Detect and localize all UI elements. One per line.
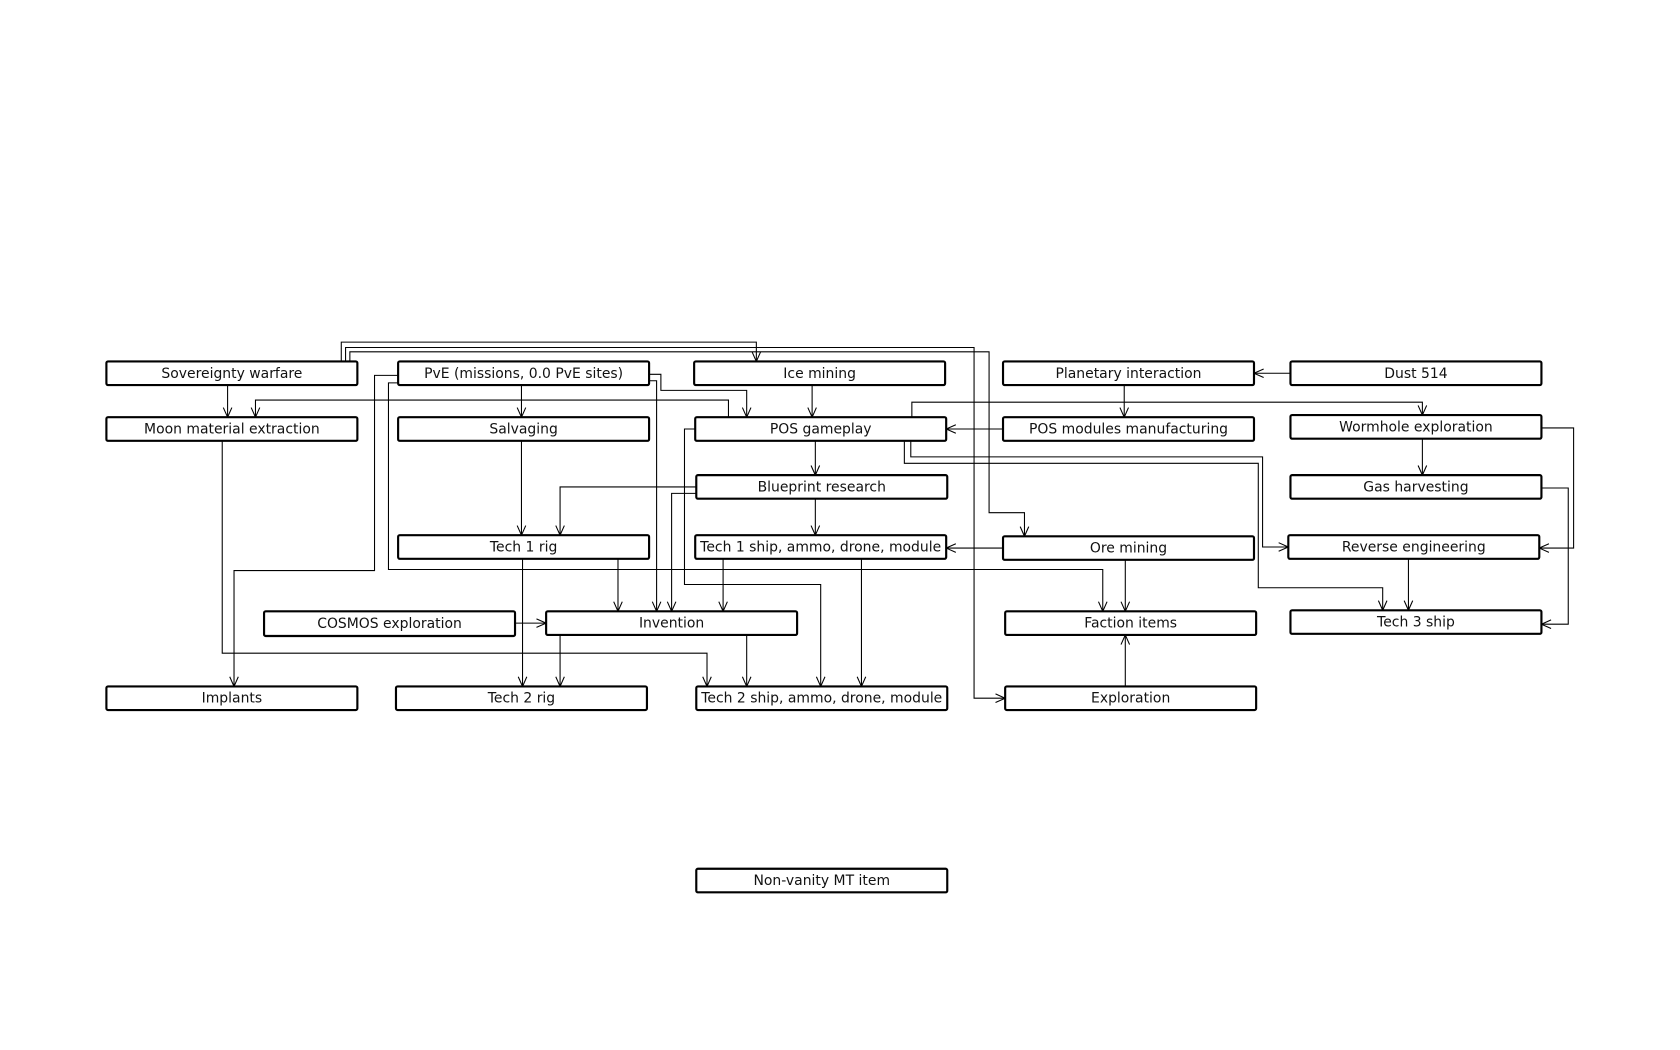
node-legend: Non-vanity MT item <box>695 867 949 894</box>
node-box <box>105 685 359 712</box>
node-salv: Salvaging <box>397 416 651 442</box>
edge-pos-to-t3 <box>903 440 1384 611</box>
node-gas: Gas harvesting <box>1289 474 1543 500</box>
node-label: Tech 2 rig <box>487 691 555 707</box>
node-label: Faction items <box>1084 616 1177 632</box>
node-box <box>693 360 947 387</box>
node-cosmos: COSMOS exploration <box>262 610 517 638</box>
node-box <box>397 360 651 387</box>
node-label: Moon material extraction <box>144 422 320 438</box>
node-pi: Planetary interaction <box>1001 360 1256 387</box>
node-impl: Implants <box>105 685 359 712</box>
node-box <box>105 360 359 387</box>
node-label: Tech 3 ship <box>1376 615 1455 631</box>
node-label: Implants <box>202 691 263 707</box>
node-box <box>397 416 651 442</box>
node-box <box>1289 413 1543 440</box>
nodes-layer: Sovereignty warfare PvE (missions, 0.0 Pv… <box>105 360 1543 894</box>
node-label: POS gameplay <box>770 422 872 438</box>
node-label: Exploration <box>1091 691 1170 707</box>
edge-pos-to-wh <box>911 401 1423 418</box>
node-label: Tech 1 ship, ammo, drone, module <box>699 540 941 556</box>
node-t2ship: Tech 2 ship, ammo, drone, module <box>695 685 949 712</box>
node-ore: Ore mining <box>1001 535 1256 561</box>
edge-pos-to-moon <box>254 399 729 418</box>
node-box <box>262 610 517 638</box>
node-re: Reverse engineering <box>1287 534 1541 560</box>
edge-pve-to-impl <box>233 374 399 687</box>
node-label: COSMOS exploration <box>317 616 462 632</box>
node-inv: Invention <box>545 610 799 637</box>
node-label: Tech 2 ship, ammo, drone, module <box>700 691 942 707</box>
node-label: Invention <box>639 616 704 632</box>
node-label: Wormhole exploration <box>1339 419 1493 435</box>
node-dust: Dust 514 <box>1289 360 1543 387</box>
node-expl: Exploration <box>1004 685 1258 712</box>
node-t3: Tech 3 ship <box>1289 609 1543 635</box>
edge-pve-to-pos <box>649 373 748 418</box>
edge-gas-to-t3 <box>1541 487 1569 625</box>
edge-bp-to-inv <box>671 492 697 612</box>
node-label: Reverse engineering <box>1342 540 1486 556</box>
node-label: Ice mining <box>783 366 856 382</box>
node-t2rig: Tech 2 rig <box>394 685 649 712</box>
node-label: Planetary interaction <box>1055 366 1201 382</box>
node-box <box>1289 609 1543 635</box>
node-box <box>1004 685 1258 712</box>
node-sov: Sovereignty warfare <box>105 360 359 387</box>
node-box <box>695 867 949 894</box>
edge-pos-to-t2ship <box>683 428 822 687</box>
node-label: Gas harvesting <box>1363 479 1468 495</box>
edge-sov-to-expl <box>345 346 1006 699</box>
node-pos: POS gameplay <box>694 416 948 442</box>
edge-sov-to-ore <box>349 351 1026 537</box>
node-box <box>695 474 949 500</box>
node-posmod: POS modules manufacturing <box>1001 416 1256 442</box>
node-label: Blueprint research <box>758 479 886 495</box>
node-box <box>1004 610 1258 637</box>
node-label: POS modules manufacturing <box>1029 422 1228 438</box>
node-box <box>1287 534 1541 560</box>
edge-bp-to-t1rig <box>559 486 697 536</box>
edge-moon-to-t2ship <box>221 440 708 687</box>
node-wh: Wormhole exploration <box>1289 413 1543 440</box>
node-label: PvE (missions, 0.0 PvE sites) <box>424 366 623 382</box>
node-t1rig: Tech 1 rig <box>397 534 651 560</box>
node-pve: PvE (missions, 0.0 PvE sites) <box>397 360 651 387</box>
node-box <box>1289 360 1543 387</box>
edge-wh-to-re <box>1539 427 1575 549</box>
edge-pve-to-faction <box>387 382 1104 612</box>
node-box <box>397 534 651 560</box>
node-box <box>1001 416 1256 442</box>
node-t1ship: Tech 1 ship, ammo, drone, module <box>694 534 948 560</box>
node-label: Dust 514 <box>1384 366 1447 382</box>
node-label: Ore mining <box>1090 541 1167 557</box>
node-box <box>1001 535 1256 561</box>
node-box <box>105 416 359 442</box>
connections-layer <box>221 341 1575 703</box>
node-box <box>1289 474 1543 500</box>
node-label: Non-vanity MT item <box>753 873 890 889</box>
node-label: Sovereignty warfare <box>161 366 302 382</box>
edge-pve-to-inv <box>649 380 658 612</box>
node-box <box>695 685 949 712</box>
node-box <box>694 416 948 442</box>
node-moon: Moon material extraction <box>105 416 359 442</box>
node-box <box>394 685 649 712</box>
node-bp: Blueprint research <box>695 474 949 500</box>
node-ice: Ice mining <box>693 360 947 387</box>
node-label: Tech 1 rig <box>489 540 557 556</box>
node-faction: Faction items <box>1004 610 1258 637</box>
node-box <box>1001 360 1256 387</box>
node-label: Salvaging <box>489 422 557 438</box>
node-box <box>545 610 799 637</box>
node-box <box>694 534 948 560</box>
edge-pos-to-re <box>910 440 1289 548</box>
